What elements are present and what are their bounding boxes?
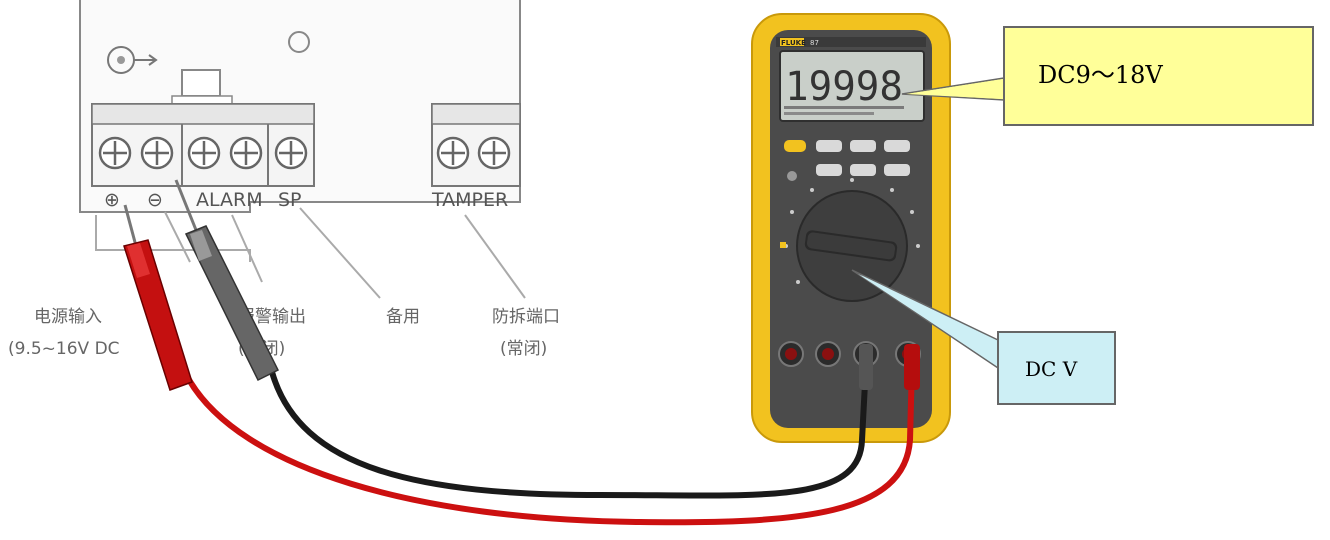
mode-callout: DC V xyxy=(851,269,1116,405)
function-buttons xyxy=(784,140,910,181)
red-probe xyxy=(123,204,193,391)
terminal-screws xyxy=(98,136,308,170)
rotary-selector-dial xyxy=(780,178,920,302)
black-lead-wire xyxy=(269,361,869,499)
screw-icon xyxy=(274,136,308,170)
screw-icon xyxy=(477,136,511,170)
tamper-port-caption: 防拆端口 xyxy=(492,307,560,327)
jack-icon xyxy=(778,341,804,367)
adjust-knob-icon xyxy=(107,46,158,74)
tamper-port-state: (常闭) xyxy=(500,339,547,359)
meter-button xyxy=(850,140,876,152)
screw-icon xyxy=(229,136,263,170)
multimeter: FLUKE 87 19998 xyxy=(751,13,951,443)
black-plug xyxy=(859,344,873,390)
plus-terminal-label: ⊕ xyxy=(104,189,120,211)
voltage-callout-text: DC9～18V xyxy=(1038,61,1163,89)
screw-icon xyxy=(187,136,221,170)
model-label: 87 xyxy=(810,39,819,47)
sp-terminal-label: SP xyxy=(278,189,302,211)
yellow-button xyxy=(784,140,806,152)
leader-lines xyxy=(95,207,526,299)
black-probe xyxy=(174,179,280,382)
alarm-device-panel: ⊕ ⊖ ALARM SP TAMPER 电源输入 (9.5~16V DC 报警输… xyxy=(8,0,560,359)
brand-label: FLUKE xyxy=(781,39,806,47)
screw-icon xyxy=(436,136,470,170)
terminal-block-tamper xyxy=(431,103,521,187)
lcd-reading: 19998 xyxy=(785,64,903,110)
meter-button xyxy=(884,164,910,176)
screw-icon xyxy=(98,136,132,170)
minus-terminal-label: ⊖ xyxy=(147,189,163,211)
red-plug xyxy=(904,344,920,390)
voltage-callout: DC9～18V xyxy=(901,26,1314,126)
mode-callout-text: DC V xyxy=(1025,357,1078,381)
alarm-terminal-label: ALARM xyxy=(196,189,263,211)
test-leads xyxy=(123,179,920,526)
power-input-caption: 电源输入 xyxy=(34,307,102,327)
jack-icon xyxy=(815,341,841,367)
meter-button xyxy=(816,140,842,152)
red-lead-wire xyxy=(185,361,915,526)
jumper-block xyxy=(181,69,221,97)
meter-button xyxy=(884,140,910,152)
indicator-hole xyxy=(288,31,310,53)
screw-icon xyxy=(140,136,174,170)
meter-button xyxy=(850,164,876,176)
tamper-terminal-label: TAMPER xyxy=(431,189,508,211)
meter-button xyxy=(816,164,842,176)
power-input-range: (9.5~16V DC xyxy=(8,339,120,359)
lcd-screen xyxy=(779,50,925,122)
spare-caption: 备用 xyxy=(386,307,420,327)
alarm-output-caption: 报警输出 xyxy=(238,307,306,327)
